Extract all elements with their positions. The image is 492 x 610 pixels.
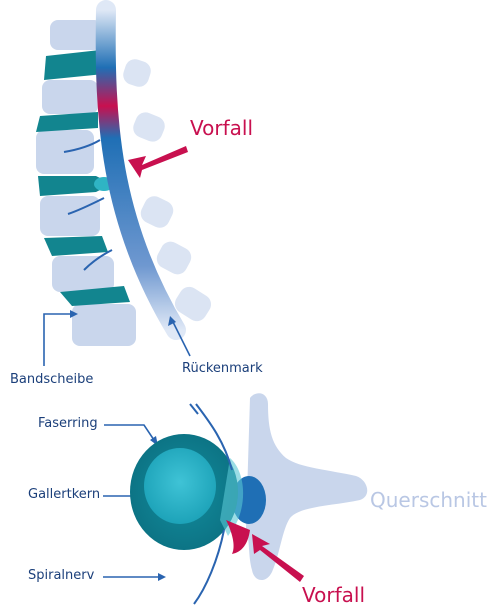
label-herniation-bottom: Vorfall bbox=[302, 583, 365, 607]
arrowhead bbox=[158, 573, 166, 581]
label-spinal-nerve: Spiralnerv bbox=[28, 568, 94, 583]
process bbox=[121, 57, 154, 90]
leader-disc bbox=[44, 314, 72, 366]
vertebra bbox=[50, 20, 102, 50]
label-nucleus: Gallertkern bbox=[28, 487, 100, 502]
disc bbox=[44, 50, 104, 80]
vertebra bbox=[40, 196, 100, 236]
label-annulus: Faserring bbox=[38, 416, 98, 431]
vertebra bbox=[52, 256, 114, 292]
disc bbox=[44, 236, 108, 256]
disc bbox=[36, 112, 98, 132]
process bbox=[137, 193, 176, 231]
herniation-arrow-top bbox=[128, 146, 188, 178]
label-spinal-cord: Rückenmark bbox=[182, 361, 263, 376]
label-cross-section: Querschnitt bbox=[370, 488, 487, 512]
vertebra bbox=[72, 304, 136, 346]
vertebra bbox=[42, 80, 98, 114]
process bbox=[153, 238, 194, 278]
label-herniation-top: Vorfall bbox=[190, 116, 253, 140]
label-disc: Bandscheibe bbox=[10, 372, 93, 387]
process bbox=[130, 109, 168, 144]
nucleus bbox=[144, 448, 216, 524]
leader-annulus bbox=[104, 425, 154, 440]
spinous-processes bbox=[121, 57, 215, 325]
